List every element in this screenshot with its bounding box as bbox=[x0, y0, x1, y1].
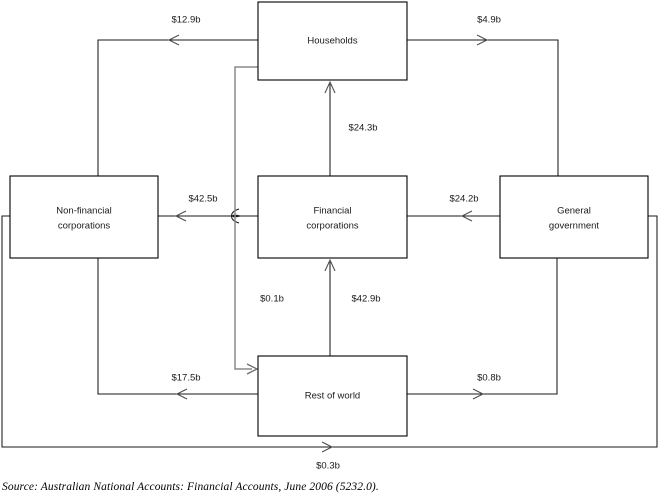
flow-label-general-government-to-financial: $24.2b bbox=[449, 194, 478, 205]
arrow-head-left bbox=[460, 210, 473, 222]
edge-path bbox=[407, 258, 558, 395]
node-general-government[interactable]: General government bbox=[499, 175, 649, 259]
flow-label-households-to-non-financial: $12.9b bbox=[171, 15, 200, 26]
edge-path bbox=[1, 215, 658, 448]
edge-households-to-non-financial bbox=[97, 34, 258, 176]
arrow-head-up bbox=[324, 80, 336, 94]
edge-rest-of-world-to-financial bbox=[324, 258, 336, 356]
edge-households-to-rest-of-world bbox=[234, 66, 259, 375]
arrow-head-left bbox=[174, 210, 187, 222]
flow-label-households-to-rest-of-world: $0.1b bbox=[260, 294, 284, 305]
node-box[interactable] bbox=[499, 175, 649, 259]
node-box[interactable] bbox=[257, 1, 408, 81]
edge-path bbox=[407, 39, 559, 176]
node-rest-of-world[interactable]: Rest of world bbox=[257, 355, 408, 437]
arrow-head-left bbox=[167, 34, 180, 46]
node-label-line1: Non-financial bbox=[56, 206, 111, 217]
arrow-head-right bbox=[476, 34, 489, 46]
flow-label-rest-of-world-to-non-financial: $17.5b bbox=[171, 373, 200, 384]
edge-path bbox=[97, 39, 258, 176]
source-note: Source: Australian National Accounts: Fi… bbox=[2, 481, 379, 493]
node-label-line2: government bbox=[549, 221, 600, 232]
arrow-head-right bbox=[321, 441, 334, 453]
node-households[interactable]: Households bbox=[257, 1, 408, 81]
node-box[interactable] bbox=[257, 175, 408, 259]
flow-label-households-to-general-government: $4.9b bbox=[477, 15, 501, 26]
node-label-line1: Financial bbox=[313, 206, 351, 217]
arrow-head-up bbox=[324, 258, 336, 272]
edge-financial-to-households bbox=[324, 80, 336, 176]
node-label: Households bbox=[307, 36, 357, 47]
edge-general-government-to-financial bbox=[407, 210, 500, 222]
flow-label-rest-of-world-to-financial: $42.9b bbox=[351, 294, 380, 305]
flow-label-financial-to-non-financial: $42.5b bbox=[188, 194, 217, 205]
edge-households-to-general-government bbox=[407, 34, 559, 176]
node-label-line2: corporations bbox=[58, 221, 111, 232]
node-financial-corporations[interactable]: Financial corporations bbox=[257, 175, 408, 259]
node-box[interactable] bbox=[257, 355, 408, 437]
arrow-head-right bbox=[472, 388, 485, 400]
node-label: Rest of world bbox=[305, 391, 360, 402]
edge-financial-to-non-financial bbox=[158, 208, 258, 224]
node-box[interactable] bbox=[9, 175, 159, 259]
arrow-head-left bbox=[175, 388, 188, 400]
node-non-financial-corporations[interactable]: Non-financial corporations bbox=[9, 175, 159, 259]
node-label-line1: General bbox=[557, 206, 591, 217]
edge-rest-of-world-to-non-financial bbox=[97, 258, 258, 400]
flow-label-financial-to-households: $24.3b bbox=[348, 123, 377, 134]
edge-path bbox=[97, 258, 258, 395]
edge-non-financial-to-general-government bbox=[1, 215, 658, 453]
edge-path bbox=[234, 66, 258, 370]
edge-rest-of-world-to-general-government bbox=[407, 258, 558, 400]
flow-label-rest-of-world-to-general-government: $0.8b bbox=[477, 373, 501, 384]
flow-label-non-financial-to-general-government: $0.3b bbox=[316, 461, 340, 472]
node-label-line2: corporations bbox=[306, 221, 359, 232]
arrow-head-right bbox=[246, 363, 259, 375]
edge-line-jump bbox=[230, 208, 240, 224]
